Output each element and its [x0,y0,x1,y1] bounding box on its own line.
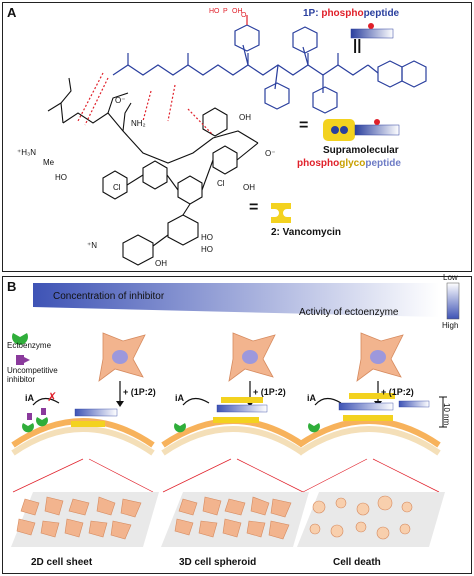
outcome-2d-sheet: 2D cell sheet [31,557,93,568]
peptide-label-suffix: peptide [363,8,400,19]
phosphopeptide-icon [350,23,394,39]
legend-inhibitor-label: Uncompetitive inhibitor [7,366,58,384]
peptide-label-phospho: phospho [321,8,364,19]
supra-phospho: phospho [297,158,340,169]
inhibitor-gradient [33,283,439,317]
ia-label-3: iA [307,393,316,403]
inhibitor-gradient-label: Concentration of inhibitor [53,291,165,302]
vancomycin-label: 2: Vancomycin [271,227,342,238]
phosphate-atom-oh: OH [232,8,243,15]
atom-ho-d: HO [201,233,213,242]
equivalence-bars: || [353,37,362,54]
atom-cl-1: Cl [113,183,121,192]
atom-n-plus: ⁺N [87,241,97,250]
outcome-cell-death: Cell death [333,557,381,568]
supramolecular-icon [323,119,400,141]
phosphopeptide-backbone [112,24,427,114]
atom-oh-c: OH [243,183,255,192]
atom-ho-a: HO [55,173,67,182]
phosphate-atom-p: P [223,8,228,15]
supra-glyco: glyco [339,158,366,169]
atom-o-minus: O⁻ [115,96,126,105]
panel-a-label: A [7,5,17,20]
scale-bar-label: 10 nm [442,403,451,426]
outcome-3d-spheroid: 3D cell spheroid [179,557,257,568]
atom-oh-f: OH [155,259,167,268]
phosphate-atom-o: O [241,12,247,19]
activity-gradient-label: Activity of ectoenzyme [299,307,399,318]
scale-low-label: Low [443,273,458,282]
blocked-mark: ✗ [47,390,57,404]
atom-oh-b: OH [239,113,251,122]
panel-b: B [2,273,472,574]
peptide-label-prefix: 1P: [303,8,322,19]
equals-sign-1: = [299,117,309,134]
panel-b-label: B [7,279,17,294]
arrow-label-3: + (1P:2) [381,387,414,397]
arrow-label-1: + (1P:2) [123,387,156,397]
atom-c-o-minus: O⁻ [265,149,276,158]
atom-nh3: ⁺H₃N [17,148,37,157]
vancomycin-peptide-structure: P HO OH O [47,8,427,266]
ia-label-1: iA [25,393,34,403]
inhibitor-legend-icon [16,355,30,365]
ia-label-2: iA [175,393,184,403]
peptide-label: 1P: phosphopeptide [303,8,399,19]
vancomycin-icon [271,203,291,223]
supramolecular-line1: Supramolecular [323,145,399,156]
phosphate-atom-ho: HO [209,8,220,15]
column-3 [297,332,447,547]
column-1: ✗ [11,332,159,547]
column-2 [161,332,309,547]
atom-cl-2: Cl [217,179,225,188]
atom-ho-e: HO [201,245,213,254]
activity-scale [446,282,460,320]
ectoenzyme-legend-icon [12,333,28,345]
atom-nh2: NH₂ [131,119,146,128]
scale-high-label: High [442,321,459,330]
legend-ectoenzyme-label: Ectoenzyme [7,341,52,350]
cell-schematic: ✗ [11,282,460,547]
vancomycin-scaffold [47,77,259,266]
hydrogen-bonds [77,72,214,136]
equals-sign-2: = [249,199,259,216]
panel-a: A P HO [2,2,472,272]
supramolecular-line2: phosphoglycopeptide [297,158,401,169]
atom-me: Me [43,158,55,167]
supra-peptide: peptide [365,158,401,169]
arrow-label-2: + (1P:2) [253,387,286,397]
